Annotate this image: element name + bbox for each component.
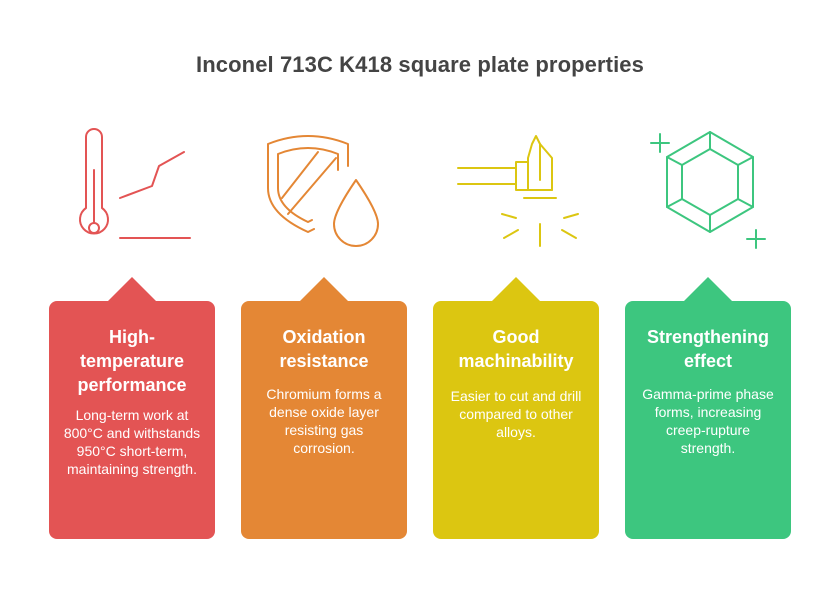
card-high-temperature: High-temperature performance Long-term w…	[49, 277, 215, 539]
card-description: Gamma-prime phase forms, increasing cree…	[642, 386, 774, 456]
card-description: Chromium forms a dense oxide layer resis…	[266, 386, 382, 456]
drill-bit-icon	[457, 135, 579, 247]
card-title: Strengthening effect	[647, 327, 769, 371]
gem-sparkle-icon	[650, 131, 766, 249]
card-strengthening-effect: Strengthening effect Gamma-prime phase f…	[625, 277, 791, 539]
page-title: Inconel 713C K418 square plate propertie…	[196, 52, 644, 77]
card-title: High-temperature performance	[77, 327, 187, 395]
card-title: Oxidation resistance	[279, 327, 369, 371]
card-description: Long-term work at 800°C and withstands 9…	[63, 407, 201, 477]
card-description: Easier to cut and drill compared to othe…	[450, 388, 582, 440]
thermometer-graph-icon	[79, 128, 191, 239]
card-oxidation-resistance: Oxidation resistance Chromium forms a de…	[241, 277, 407, 539]
card-good-machinability: Good machinability Easier to cut and dri…	[433, 277, 599, 539]
shield-droplet-icon	[267, 135, 379, 247]
card-title: Good machinability	[458, 327, 574, 371]
